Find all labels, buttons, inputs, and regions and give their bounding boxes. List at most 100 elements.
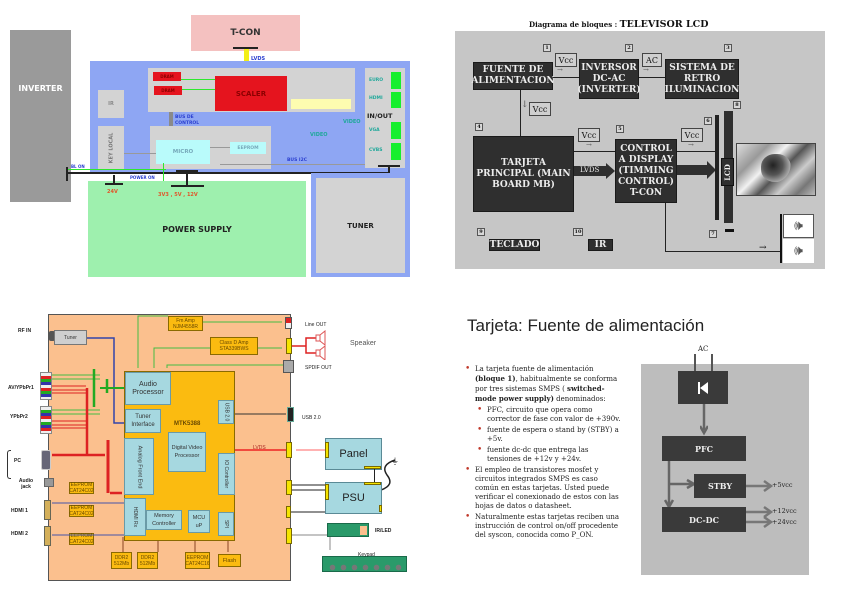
sub-bullet-2: fuente de espera o stand by (STBY) a +5v…: [477, 426, 623, 444]
tuner-block: TUNER: [316, 178, 405, 273]
block-control: CONTROL A DISPLAY (TIMMING CONTROL) T-CO…: [615, 139, 677, 203]
line-fuente-inversor: [553, 77, 579, 78]
dram-1-label: DRAM: [160, 74, 174, 79]
arrow-rectifier-pfc: [698, 404, 710, 436]
control-lcd-arrow: [677, 161, 716, 179]
dram-1-link: [181, 79, 215, 80]
block-sistema-label: SISTEMA DE RETRO ILUMINACION: [664, 62, 740, 95]
memory-controller-label: Memory Controller: [152, 513, 176, 527]
power-on-label: POWER ON: [130, 175, 155, 180]
bullet-3: Naturalmente estas tarjetas reciben una …: [465, 513, 623, 540]
bullet-1-bold: (bloque 1): [475, 374, 516, 383]
port-euro: [391, 72, 401, 89]
vcc-label-2: Vcc: [529, 102, 551, 116]
usb-label: USB 2.0: [302, 415, 321, 421]
bl-on-label: BL ON: [71, 164, 85, 169]
line-control-audio-h: [665, 251, 780, 252]
vcc-label-3: Vcc: [578, 128, 600, 142]
spi-label: SPI: [223, 519, 229, 529]
inout-label: IN/OUT: [367, 112, 393, 120]
diagram-title: Diagrama de bloques : TELEVISOR LCD: [529, 12, 789, 31]
irled-label: IR/LED: [375, 528, 392, 534]
out-5vcc-label: +5vcc: [772, 481, 793, 489]
analog-front-end-label: Analog Front End: [136, 445, 142, 488]
line-fuente-tarjeta: [520, 90, 521, 136]
psu-block: PSU: [325, 482, 382, 514]
ir-label: IR: [108, 101, 114, 107]
spdif-connector: [283, 360, 294, 373]
badge-3: 3: [724, 44, 732, 52]
bullet-2: El empleo de transistores mosfet y circu…: [465, 466, 623, 511]
input-label-av: AV/YPbPr1: [8, 385, 34, 391]
dram-2: DRAM: [154, 86, 182, 95]
multi-voltage-label: 3V3 , 5V , 12V: [158, 192, 198, 198]
title-main: TELEVISOR LCD: [619, 19, 709, 30]
digital-video-processor-label: Digital Video Processor: [171, 445, 203, 459]
keypad-label: Keypad: [358, 552, 375, 558]
sub-bullet-1: PFC, circuito que opera como corrector d…: [477, 406, 623, 424]
vcc-label-4-text: Vcc: [684, 130, 700, 140]
pfc-label: PFC: [694, 443, 714, 454]
psu-label: PSU: [342, 492, 365, 504]
hdmi-rx-block: HDMI Rx: [124, 498, 146, 536]
tuner-interface-block: Tuner Interface: [125, 409, 161, 433]
audio-processor-label: Audio Processor: [132, 380, 164, 396]
green-audio-lines: [52, 374, 100, 415]
vcc-label-2-text: Vcc: [532, 104, 548, 114]
ps-multi-connector-v: [186, 171, 188, 186]
flash-chip: Flash: [218, 554, 241, 567]
class-d-amp-label: Class D Amp STA339BWS: [219, 340, 249, 352]
panel-power-supply-slide: Tarjeta: Fuente de alimentación La tarje…: [424, 290, 848, 599]
badge-5: 5: [616, 125, 624, 133]
input-label-rf: RF IN: [18, 328, 32, 334]
block-tarjeta-label: TARJETA PRINCIPAL (MAIN BOARD MB): [476, 157, 571, 190]
panel-tv-block-diagram: Diagrama de bloques : TELEVISOR LCD FUEN…: [424, 0, 848, 290]
24v-label: 24V: [107, 189, 118, 195]
vcc-arrow-3: →: [586, 141, 592, 149]
tuner-label: TUNER: [347, 221, 374, 230]
psu-connector: [286, 480, 292, 495]
keypad-line: [291, 534, 331, 550]
eeprom-vga: EEPROM CAT24C02: [69, 482, 94, 494]
dcdc-label: DC-DC: [689, 514, 719, 525]
scaler-label: SCALER: [235, 89, 267, 98]
panel-mtk-board-diagram: RF IN AV/YPbPr1 YPbPr2 PC Audio jack HDM…: [0, 290, 424, 599]
badge-2-text: 2: [627, 45, 631, 51]
block-inversor: INVERSOR DC-AC (INVERTER): [577, 59, 641, 99]
block-ir: IR: [588, 239, 613, 251]
audio-bus: [92, 369, 109, 407]
ps-multi-connector: [171, 185, 204, 187]
rectifier-block: [678, 371, 728, 404]
lcd-label-box: LCD: [721, 158, 734, 186]
badge-9: 9: [477, 228, 485, 236]
power-supply-label: POWER SUPPLY: [162, 224, 232, 234]
lcd-tv-photo: [736, 143, 816, 196]
inverter-label: INVERTER: [18, 84, 63, 93]
badge-6: 6: [704, 117, 712, 125]
vcc-arrow-1: →: [557, 66, 563, 74]
badge-7-text: 7: [711, 231, 715, 237]
hdmi2-connector: [44, 526, 51, 546]
eeprom-hdmi1: EEPROM CAT24C02: [69, 505, 94, 517]
speaker-icons: [292, 330, 326, 360]
irled-connector: [286, 506, 291, 518]
io-controller-block: IO Controller: [218, 453, 235, 495]
badge-1: 1: [543, 44, 551, 52]
title-prefix: Diagrama de bloques :: [529, 20, 620, 29]
speaker-bar: [780, 214, 782, 263]
speaker-2-icon: 🕪: [794, 243, 803, 259]
fm-amp-block: Fm Amp NJM4558R: [168, 316, 203, 331]
usb-connector: [287, 407, 294, 422]
psu-lines: [291, 484, 325, 491]
usb-block: USB 2.0: [218, 400, 234, 424]
lvds-connector: [286, 442, 292, 458]
bullet-1: La tarjeta fuente de alimentación (bloqu…: [465, 365, 623, 464]
spdif-label: SPDIF OUT: [305, 365, 332, 371]
dcdc-out-24-arrowhead: [763, 515, 774, 528]
lcd-panel-block: Panel: [325, 438, 382, 470]
vcc-arrow-2: ↓: [521, 100, 529, 110]
hdmi1-connector: [44, 500, 51, 520]
inverter-block: INVERTER: [10, 30, 71, 202]
micro-eeprom-link: [210, 147, 230, 148]
input-label-ypbpr2: YPbPr2: [10, 414, 28, 420]
